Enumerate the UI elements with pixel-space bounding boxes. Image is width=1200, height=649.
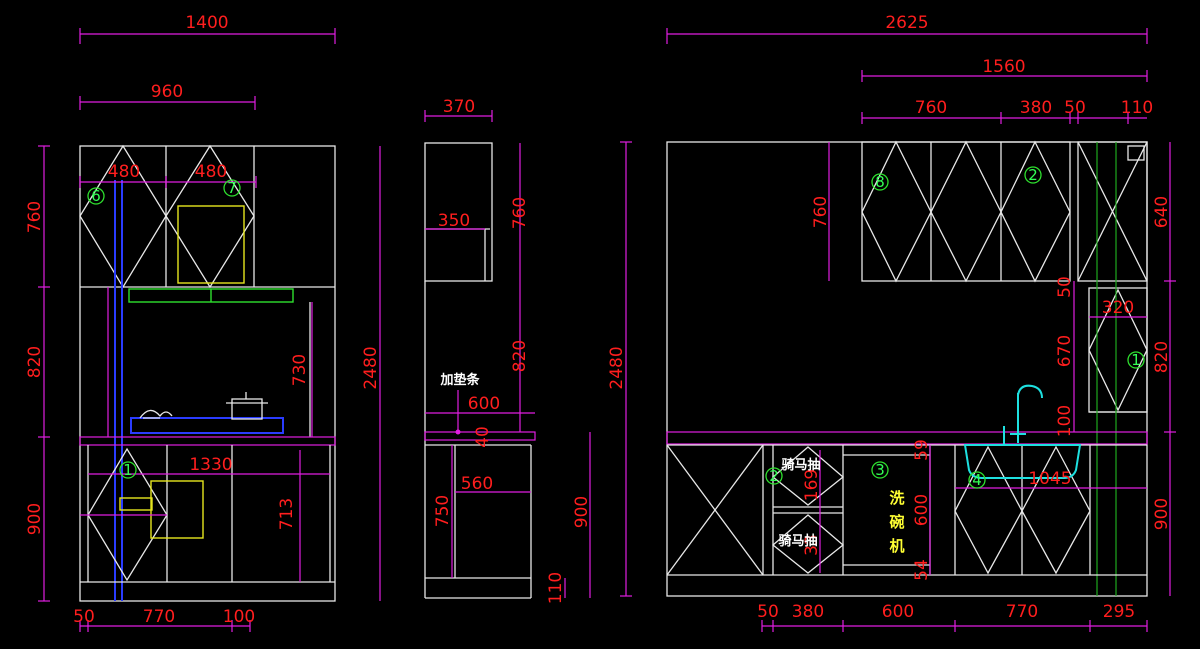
dim-left-base-width: 1330	[189, 455, 232, 475]
dim-right-upper-span: 1560	[982, 57, 1025, 77]
dim-side-base-depth: 560	[461, 474, 493, 494]
dim-left-lower-height: 900	[25, 503, 45, 535]
marker-5: 6	[91, 187, 101, 205]
dim-right-tall: 110	[1121, 98, 1153, 118]
dim-left-base-inner: 713	[277, 498, 297, 530]
marker-7: 8	[875, 173, 885, 191]
dim-right-dw-mid: 600	[912, 494, 932, 526]
dim-right-wall-low: 100	[1055, 405, 1075, 437]
dim-left-bottom-a: 50	[73, 607, 95, 627]
dim-right-bottom-e: 295	[1103, 602, 1135, 622]
dim-right-drawer-a: 169	[802, 469, 822, 501]
dim-side-lower-height: 900	[572, 496, 592, 528]
dim-right-upper-height: 760	[811, 196, 831, 228]
dim-side-plinth: 110	[546, 572, 566, 604]
marker-2: 2	[769, 467, 779, 485]
dim-left-mid-height: 820	[25, 346, 45, 378]
dim-side-mid-height: 820	[510, 340, 530, 372]
marker-3: 3	[875, 461, 885, 479]
dim-right-total-height: 2480	[607, 346, 627, 389]
dim-left-door-b: 480	[195, 162, 227, 182]
dim-right-bottom-c: 600	[882, 602, 914, 622]
dim-right-bottom-d: 770	[1006, 602, 1038, 622]
dim-right-tall-top: 640	[1152, 196, 1172, 228]
dim-side-upper-inner: 350	[438, 211, 470, 231]
dim-right-upper-a: 760	[915, 98, 947, 118]
dim-side-top-depth: 370	[443, 97, 475, 117]
dim-right-tall-gap: 50	[1055, 276, 1075, 298]
dim-left-upper-width: 960	[151, 82, 183, 102]
dim-side-upper-height: 760	[510, 197, 530, 229]
dim-left-overall-width: 1400	[185, 13, 228, 33]
dim-right-overall-width: 2625	[885, 13, 928, 33]
dim-left-total-height: 2480	[361, 346, 381, 389]
dim-left-hood-gap: 730	[290, 354, 310, 386]
label-dishwasher-2: 碗	[889, 513, 904, 531]
dim-left-upper-height: 760	[25, 201, 45, 233]
label-dishwasher-1: 洗	[889, 489, 904, 507]
left-elevation: 1400 960 480 480 760 820 900 730 2480 13…	[25, 13, 381, 632]
dim-right-lower-height: 900	[1152, 498, 1172, 530]
dim-right-sink-width: 1045	[1028, 469, 1071, 489]
dim-right-gap: 50	[1064, 98, 1086, 118]
dim-right-drawer-b: 33	[802, 534, 822, 556]
dim-side-counter-depth: 600	[468, 394, 500, 414]
dim-right-wall-height: 670	[1055, 335, 1075, 367]
dim-left-bottom-c: 100	[223, 607, 255, 627]
dim-right-tall-mid: 820	[1152, 341, 1172, 373]
marker-8: 2	[1028, 166, 1038, 184]
label-drawer-track-2: 骑马抽	[778, 533, 817, 549]
marker-6: 7	[227, 179, 237, 197]
dim-right-tall-width: 320	[1102, 298, 1134, 318]
right-elevation: 2625 1560 760 380 50 110 760 640 50 320 …	[607, 13, 1176, 632]
dim-left-door-a: 480	[108, 162, 140, 182]
label-shim-strip: 加垫条	[439, 372, 480, 388]
dim-right-dw-bot: 54	[912, 559, 932, 581]
label-dishwasher-3: 机	[889, 537, 904, 555]
dim-side-counter-thk: 40	[473, 426, 493, 448]
dim-side-base-inner: 750	[433, 495, 453, 527]
side-section: 370 350 760 820 加垫条 600 40 560 750 900 1…	[424, 97, 592, 604]
dim-right-dw-top: 59	[912, 439, 932, 461]
label-drawer-track-1: 骑马抽	[781, 457, 820, 473]
dim-right-bottom-b: 380	[792, 602, 824, 622]
marker-1-right: 1	[1131, 351, 1141, 369]
dim-left-bottom-b: 770	[143, 607, 175, 627]
marker-1-left: 1	[123, 461, 133, 479]
dim-right-upper-b: 380	[1020, 98, 1052, 118]
marker-4: 4	[972, 471, 982, 489]
dim-right-bottom-a: 50	[757, 602, 779, 622]
